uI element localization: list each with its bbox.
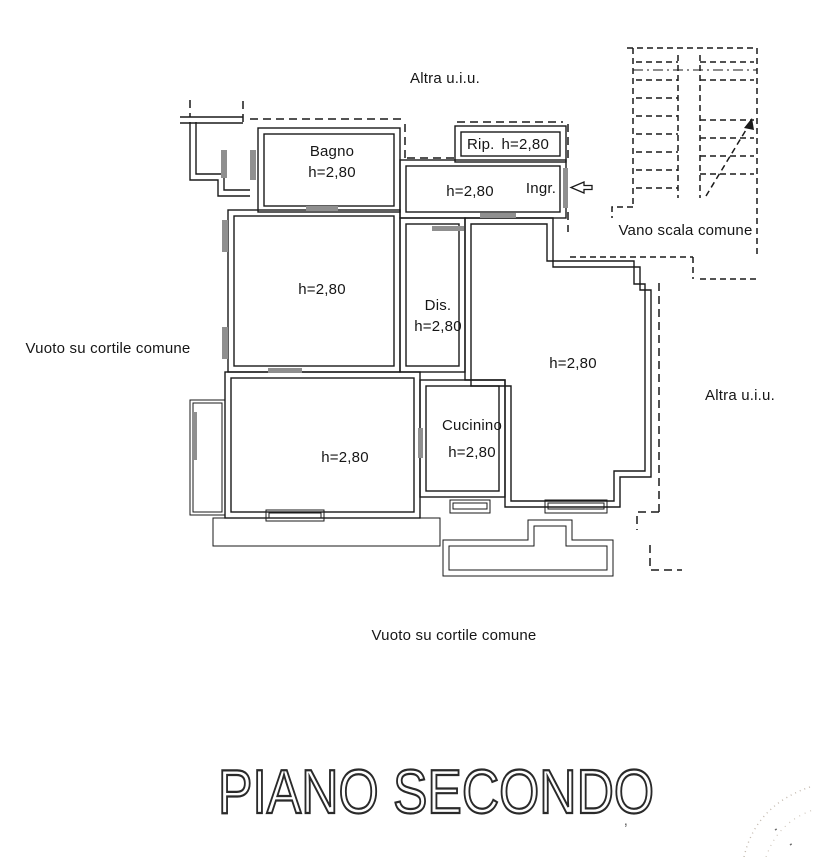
label-vuoto-left: Vuoto su cortile comune xyxy=(25,340,191,357)
label-altra-uiu-top: Altra u.i.u. xyxy=(410,70,480,87)
label-altra-uiu-right: Altra u.i.u. xyxy=(705,387,775,404)
ripostiglio-walls xyxy=(454,125,567,163)
label-ripostiglio: Rip. h=2,80 xyxy=(452,134,564,155)
ripostiglio-name: Rip. xyxy=(467,136,495,153)
label-room-bottom-left-height: h=2,80 xyxy=(321,449,369,466)
scan-mark: ‚ xyxy=(624,812,628,829)
bottom-center-balcony xyxy=(442,519,614,577)
page-title: PIANO SECONDO xyxy=(218,758,654,827)
label-vano-scala: Vano scala comune xyxy=(618,222,753,239)
wall-openings xyxy=(192,150,568,460)
disimpegno-name: Dis. xyxy=(424,297,452,314)
label-ingresso-name: Ingr. xyxy=(525,180,557,197)
stair-direction-line xyxy=(705,119,753,197)
label-vuoto-bottom: Vuoto su cortile comune xyxy=(371,627,537,644)
entrance-arrow-icon xyxy=(569,181,593,194)
ripostiglio-height: h=2,80 xyxy=(501,136,549,153)
cucinino-name: Cucinino xyxy=(442,417,502,434)
bottom-window-sills xyxy=(449,499,608,514)
label-disimpegno: Dis. h=2,80 xyxy=(400,295,476,337)
label-cucinino: Cucinino h=2,80 xyxy=(420,412,524,466)
room-bottom-left-walls xyxy=(224,371,421,519)
cucinino-height: h=2,80 xyxy=(448,444,496,461)
label-bagno: Bagno h=2,80 xyxy=(262,141,402,183)
bagno-height: h=2,80 xyxy=(308,164,356,181)
title-block: PIANO SECONDO xyxy=(217,757,655,828)
top-left-wall-detail xyxy=(180,116,250,197)
entrance-door-opening xyxy=(563,168,568,208)
boundary-dashed-lines xyxy=(189,100,682,571)
stair-arrowhead xyxy=(744,118,754,130)
disimpegno-height: h=2,80 xyxy=(414,318,462,335)
stairwell xyxy=(570,47,758,280)
bottom-left-balcony xyxy=(212,517,441,547)
label-room-right-height: h=2,80 xyxy=(549,355,597,372)
floor-plan-drawing xyxy=(180,47,758,577)
stair-treads xyxy=(636,61,754,189)
balconies-and-sills xyxy=(189,399,614,577)
bottom-left-sill xyxy=(265,509,325,522)
label-room-mid-left-height: h=2,80 xyxy=(298,281,346,298)
label-ingresso-height: h=2,80 xyxy=(446,183,494,200)
bagno-name: Bagno xyxy=(309,143,355,160)
